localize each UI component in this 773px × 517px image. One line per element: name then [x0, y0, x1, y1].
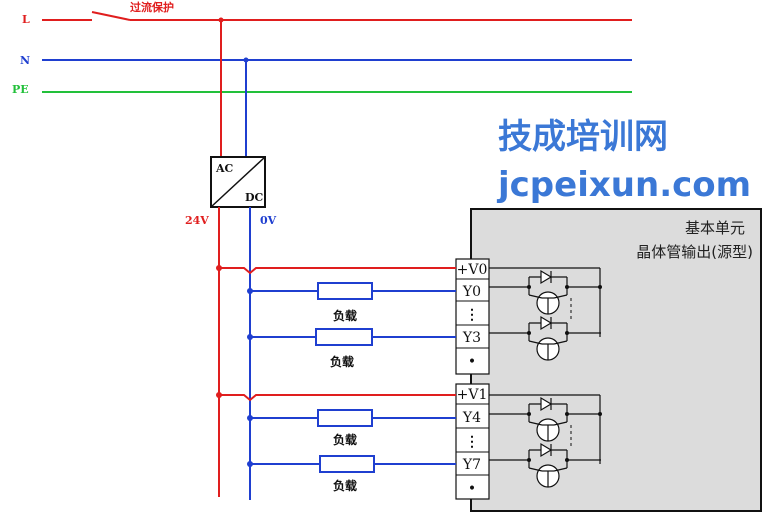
dc-label: DC	[245, 191, 264, 204]
load-label: 负载	[330, 354, 354, 369]
watermark-title: 技成培训网	[498, 117, 668, 157]
l-line: L 过流保护	[22, 0, 632, 26]
y4-load-circuit: 负载	[247, 409, 456, 447]
terminal-y3: Y3	[462, 330, 481, 346]
y3-load-circuit: 负载	[247, 328, 456, 369]
load-label: 负载	[333, 308, 357, 323]
module-title: 基本单元	[685, 219, 745, 237]
terminal-block-2: +V1 Y4 ⋮ Y7 •	[455, 383, 490, 500]
pe-line: PE	[12, 83, 632, 96]
v1-supply-wire	[216, 392, 456, 402]
n-line: N	[20, 54, 632, 67]
terminal-y0: Y0	[462, 284, 481, 300]
load-resistor	[315, 328, 373, 346]
load-resistor	[319, 455, 375, 473]
load-label: 负载	[333, 432, 357, 447]
0v-label: 0V	[260, 214, 277, 227]
terminal-dots-1: ⋮	[465, 307, 479, 323]
terminal-common-2: •	[468, 481, 476, 497]
v0-supply-wire	[216, 265, 456, 275]
y7-load-circuit: 负载	[247, 455, 456, 493]
y0-load-circuit: 负载	[247, 282, 456, 323]
terminal-block-1: +V0 Y0 ⋮ Y3 •	[455, 258, 490, 375]
terminal-common-1: •	[468, 354, 476, 370]
load-resistor	[317, 282, 373, 300]
internal-circuit-1	[488, 267, 602, 361]
terminal-plus-v0: +V0	[457, 262, 488, 278]
load-label: 负载	[333, 478, 357, 493]
base-unit-module: 基本单元 晶体管输出(源型)	[470, 208, 762, 512]
internal-circuit-2	[488, 394, 602, 488]
overcurrent-protection-label: 过流保护	[130, 0, 174, 14]
n-label: N	[20, 54, 30, 67]
overcurrent-switch	[91, 11, 131, 21]
ac-dc-converter: AC DC	[210, 156, 266, 208]
terminal-plus-v1: +V1	[457, 387, 488, 403]
l-label: L	[22, 13, 30, 26]
pe-label: PE	[12, 83, 29, 96]
module-subtitle: 晶体管输出(源型)	[636, 243, 753, 261]
load-resistor	[317, 409, 373, 427]
terminal-y4: Y4	[462, 410, 481, 426]
ac-label: AC	[215, 162, 234, 175]
terminal-y7: Y7	[462, 457, 481, 473]
watermark-url: jcpeixun.com	[496, 165, 751, 205]
24v-label: 24V	[185, 214, 209, 227]
terminal-dots-2: ⋮	[465, 434, 479, 450]
